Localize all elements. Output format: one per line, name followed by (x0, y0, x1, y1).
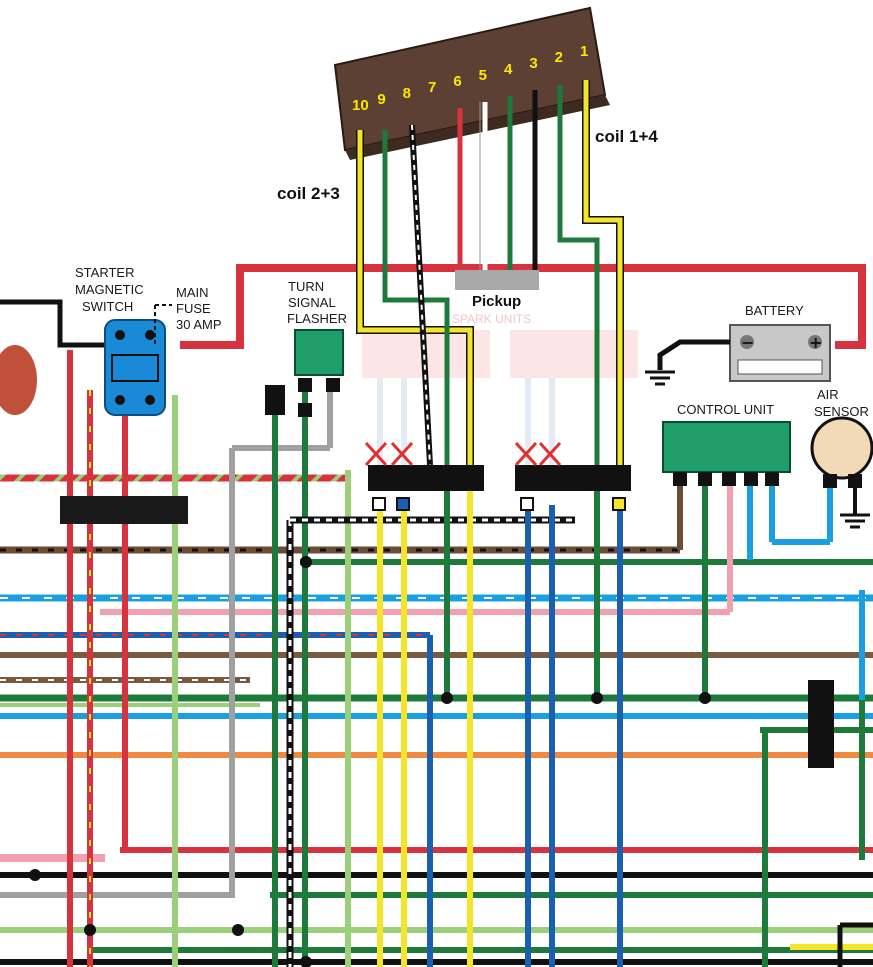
spark-connector-left (368, 465, 484, 491)
label-fuse-2: FUSE (176, 301, 211, 316)
connector-pin-6: 6 (453, 73, 461, 90)
coil-wires (356, 80, 624, 466)
battery (645, 324, 831, 386)
junction-dots (29, 556, 711, 967)
starter-magnetic-switch (0, 304, 172, 416)
label-fuse-3: 30 AMP (176, 317, 222, 332)
connector-pin-3: 3 (529, 55, 537, 72)
wire-red-battery (180, 264, 866, 349)
label-coil-23: coil 2+3 (277, 184, 340, 203)
wire-green-coil23 (382, 130, 450, 465)
connector-pin-7: 7 (428, 79, 436, 96)
label-fuse-1: MAIN (176, 285, 209, 300)
connector-pin-9: 9 (377, 91, 385, 108)
label-starter-1: STARTER (75, 265, 134, 280)
connector-pin-10: 10 (352, 97, 369, 114)
label-battery-minus: − (741, 333, 754, 352)
connector-block-left (60, 496, 188, 524)
removed-wire-marks (364, 441, 562, 467)
wire-black-starter (0, 299, 105, 348)
connector-pin-8: 8 (403, 85, 411, 102)
connector-block-right (808, 680, 834, 768)
label-pickup: Pickup (472, 293, 521, 310)
label-flasher-3: FLASHER (287, 311, 347, 326)
label-starter-2: MAGNETIC (75, 282, 144, 297)
turn-signal-flasher (265, 329, 344, 417)
label-battery-plus: + (809, 333, 822, 352)
label-coil-14: coil 1+4 (595, 127, 658, 146)
label-starter-3: SWITCH (82, 299, 133, 314)
connector-pin-4: 4 (504, 61, 513, 78)
air-sensor (810, 416, 873, 529)
label-air-sensor-2: SENSOR (814, 404, 869, 419)
label-battery: BATTERY (745, 303, 804, 318)
spark-connector-right (515, 465, 631, 491)
ignition-connector (333, 6, 610, 160)
connector-pin-2: 2 (555, 49, 563, 66)
pickup-plug (455, 270, 539, 290)
harness-wires (0, 264, 873, 967)
label-flasher-1: TURN (288, 279, 324, 294)
wire-green-coil14 (557, 85, 600, 465)
connector-pin-5: 5 (479, 67, 487, 84)
spark-pins (372, 497, 626, 511)
label-flasher-2: SIGNAL (288, 295, 336, 310)
label-air-sensor-1: AIR (817, 387, 839, 402)
control-unit (662, 421, 791, 486)
connector-pin-1: 1 (580, 43, 588, 60)
label-spark-units: SPARK UNITS (452, 312, 531, 326)
label-control-unit: CONTROL UNIT (677, 402, 774, 417)
